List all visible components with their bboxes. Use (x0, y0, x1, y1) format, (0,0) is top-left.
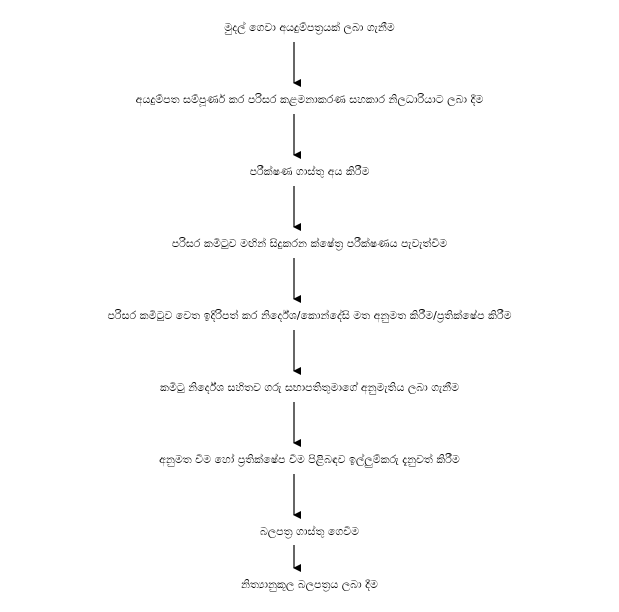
flow-step-8: බලපත්‍ර ගාස්තු ගෙවීම (259, 525, 360, 538)
flow-step-6: කමිටු නිර්දේශ සහිතව ගරු සභාපතිතුමාගේ අනු… (159, 381, 460, 394)
flow-step-3: පරීක්ෂණ ගාස්තු අය කිරීම (249, 165, 370, 178)
flow-step-1: මුදල් ගෙවා අයදුම්පත්‍රයක් ලබා ගැනීම (224, 21, 395, 34)
flow-step-5: පරිසර කමිටුව වෙත ඉදිරිපත් කර නිර්දේශ/කොන… (107, 309, 512, 322)
flow-step-9: නිත්‍යානුකූල බලපත්‍රය ලබා දීම (241, 578, 378, 591)
flow-step-4: පරිසර කමිටුව මඟින් සිදුකරන ක්ෂේත්‍ර පරීක… (171, 237, 448, 250)
flow-step-2: අයදුම්පත සම්පූර්ණ කර පරිසර කළමනාකරණ සහකා… (135, 93, 484, 106)
flow-step-7: අනුමත වීම හෝ ප්‍රතික්ෂේප වීම පිළිබඳව ඉල්… (159, 453, 460, 466)
